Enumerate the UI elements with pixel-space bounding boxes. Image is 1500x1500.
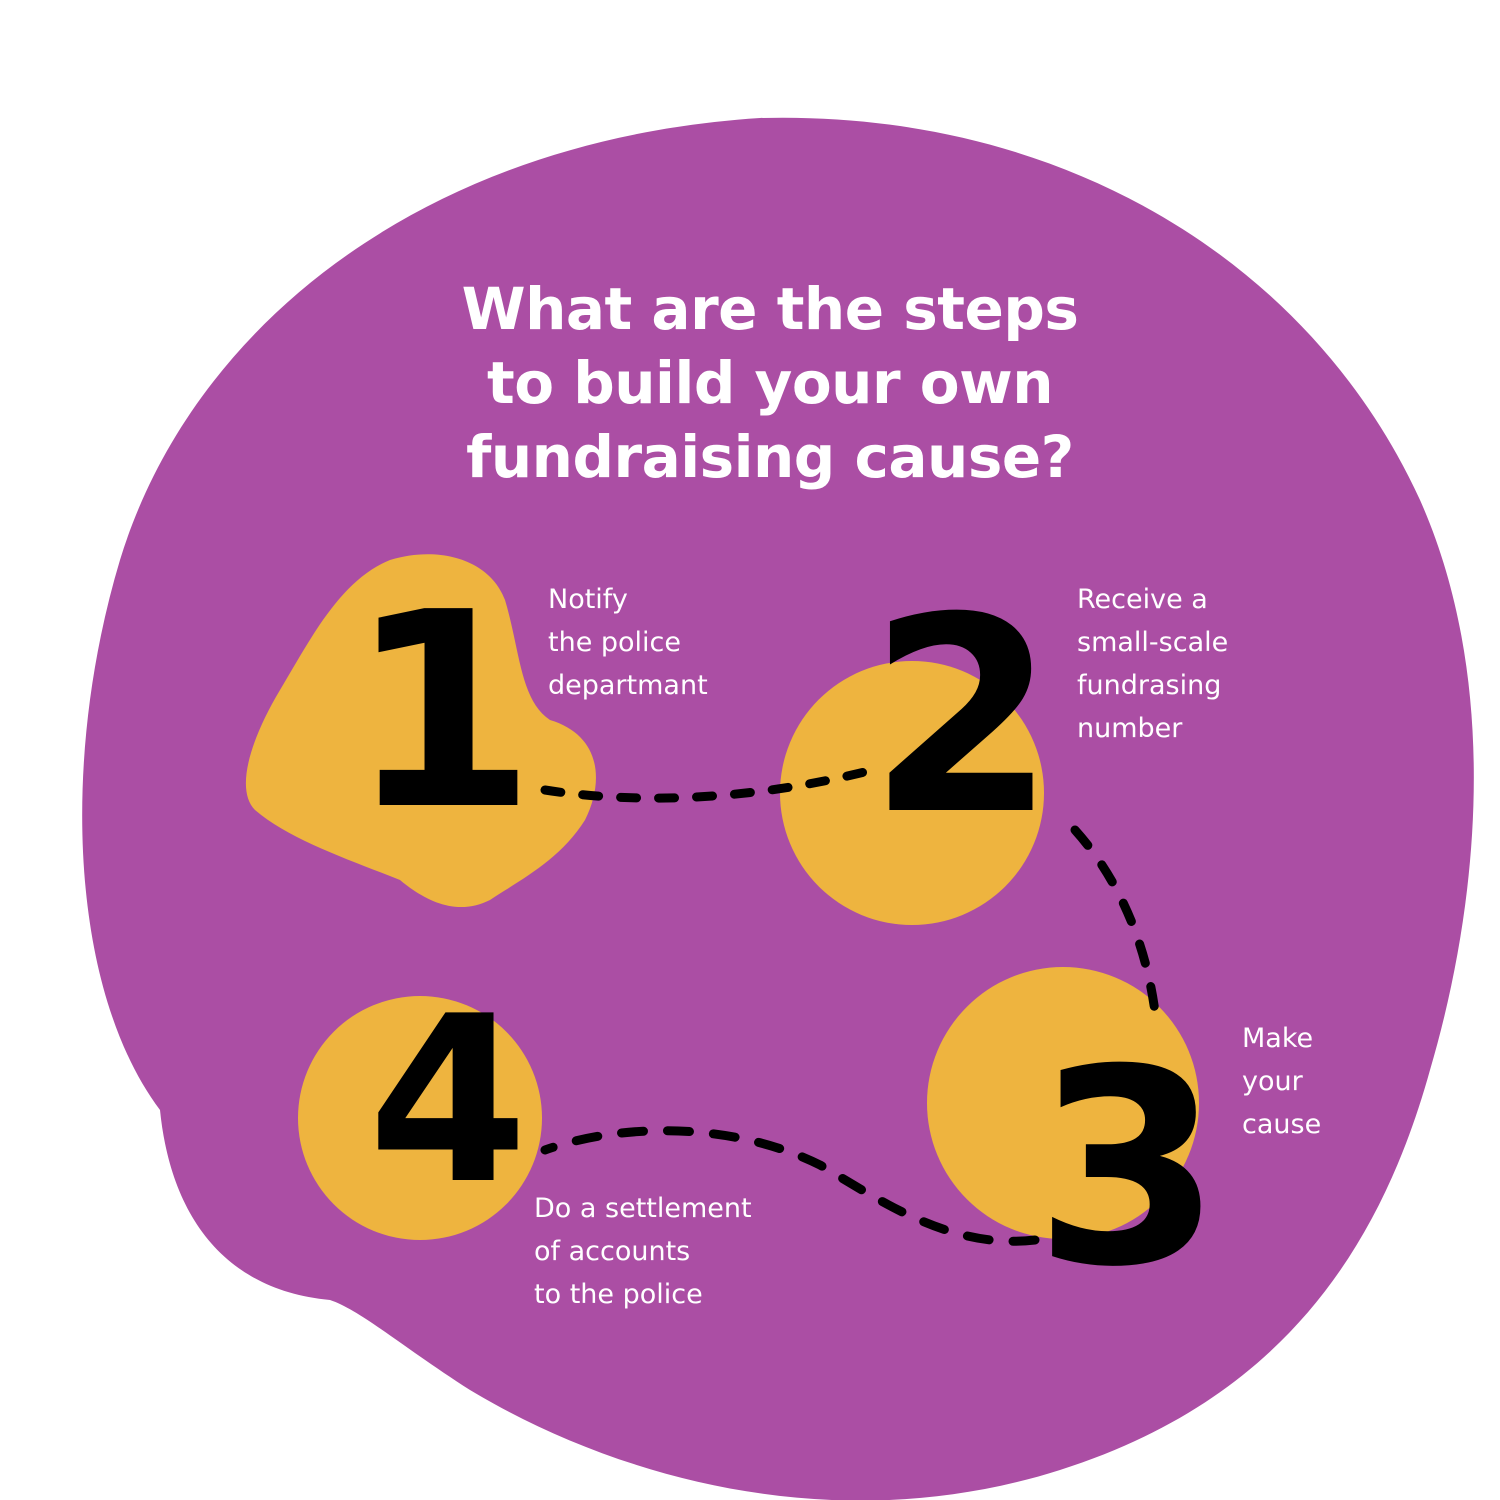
connector-2-3 — [1070, 825, 1162, 1035]
step-4-description: Do a settlement of accounts to the polic… — [534, 1187, 752, 1316]
title-line: What are the steps — [461, 275, 1079, 343]
step-2-line: Receive a — [1077, 584, 1208, 615]
step-1-number: 1 — [348, 554, 536, 869]
step-3-number: 3 — [1034, 1011, 1222, 1326]
step-4-yellow-circle — [298, 996, 542, 1240]
step-2-line: number — [1077, 713, 1183, 744]
step-4-line: to the police — [534, 1279, 703, 1310]
page-title: What are the steps to build your own fun… — [400, 272, 1140, 494]
step-3-description: Make your cause — [1242, 1017, 1321, 1146]
step-3-line: cause — [1242, 1109, 1322, 1140]
step-2-description: Receive a small-scale fundrasing number — [1077, 578, 1228, 750]
step-3-line: Make — [1242, 1023, 1314, 1054]
step-3-line: your — [1242, 1066, 1303, 1097]
step-3-yellow-circle — [927, 967, 1199, 1239]
connector-3-4 — [540, 1126, 1040, 1246]
step-4-line: of accounts — [534, 1236, 691, 1267]
connector-1-2 — [540, 763, 885, 803]
step-1-line: the police — [548, 627, 682, 658]
step-2-yellow-circle — [780, 661, 1044, 925]
step-2-number: 2 — [868, 559, 1056, 874]
step-4-number: 4 — [368, 968, 528, 1235]
title-line: fundraising cause? — [466, 423, 1074, 491]
step-4-line: Do a settlement — [534, 1193, 752, 1224]
step-2-line: small-scale — [1077, 627, 1229, 658]
step-1-line: Notify — [548, 584, 628, 615]
step-1-line: departmant — [548, 670, 708, 701]
step-1-description: Notify the police departmant — [548, 578, 708, 707]
title-line: to build your own — [486, 349, 1054, 417]
step-2-line: fundrasing — [1077, 670, 1222, 701]
step-1-yellow-shape — [245, 554, 596, 908]
